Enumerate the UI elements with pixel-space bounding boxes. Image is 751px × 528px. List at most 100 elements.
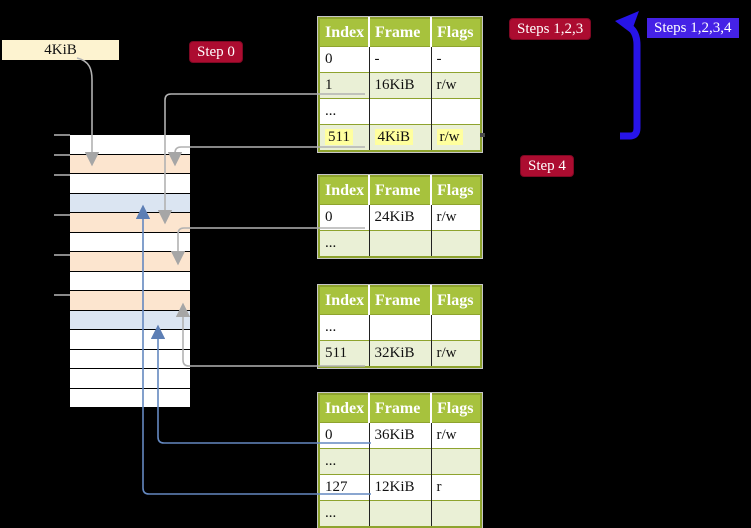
memory-row-white bbox=[70, 232, 190, 252]
table-cell bbox=[431, 314, 481, 341]
memory-row-peach bbox=[70, 154, 190, 174]
table-cell: 511 bbox=[319, 124, 370, 151]
address-tick bbox=[54, 214, 70, 216]
table-cell: ... bbox=[319, 98, 370, 125]
table-cell: 32KiB bbox=[369, 340, 432, 367]
table-row: ... bbox=[319, 314, 481, 341]
memory-row-white bbox=[70, 174, 190, 194]
table-cell: ... bbox=[319, 500, 370, 527]
address-tick bbox=[54, 174, 70, 176]
table-cell bbox=[369, 314, 432, 341]
table-cell bbox=[369, 98, 432, 125]
table-cell: 0 bbox=[319, 422, 370, 449]
table-cell bbox=[431, 98, 481, 125]
table-cell: r/w bbox=[431, 340, 481, 367]
arrow-steps-1234-head bbox=[615, 11, 639, 33]
memory-row-peach bbox=[70, 291, 190, 311]
table-cell: 1 bbox=[319, 72, 370, 99]
table-cell: r/w bbox=[431, 124, 481, 151]
table-cell: 24KiB bbox=[369, 204, 432, 231]
frame-size-label: 4KiB bbox=[2, 40, 119, 60]
column-header: Index bbox=[319, 286, 370, 315]
address-tick bbox=[54, 154, 70, 156]
column-header: Frame bbox=[369, 394, 432, 423]
column-header: Frame bbox=[369, 18, 432, 47]
step4-badge: Step 4 bbox=[520, 155, 574, 177]
table-cell: r bbox=[431, 474, 481, 501]
table-cell: 127 bbox=[319, 474, 370, 501]
highlighted-value: r/w bbox=[436, 129, 463, 145]
memory-row-blue bbox=[70, 193, 190, 213]
memory-column bbox=[70, 135, 190, 408]
steps-1234-badge: Steps 1,2,3,4 bbox=[647, 18, 739, 38]
highlighted-value: 511 bbox=[325, 129, 353, 145]
table-cell: 4KiB bbox=[369, 124, 432, 151]
table-cell: - bbox=[431, 46, 481, 73]
table-row: 0-- bbox=[319, 46, 481, 73]
memory-row-blue bbox=[70, 310, 190, 330]
table-cell bbox=[369, 230, 432, 257]
memory-row-white bbox=[70, 330, 190, 350]
memory-row-peach bbox=[70, 252, 190, 272]
column-header: Index bbox=[319, 394, 370, 423]
table-cell: ... bbox=[319, 230, 370, 257]
highlighted-value: 4KiB bbox=[374, 129, 414, 145]
table-cell bbox=[431, 230, 481, 257]
table-row: 511 4KiB r/w bbox=[319, 124, 481, 151]
column-header: Index bbox=[319, 176, 370, 205]
steps-123-badge: Steps 1,2,3 bbox=[509, 18, 592, 40]
table-cell: - bbox=[369, 46, 432, 73]
column-header: Flags bbox=[431, 394, 481, 423]
address-tick bbox=[54, 134, 70, 136]
table-cell: 12KiB bbox=[369, 474, 432, 501]
table-cell bbox=[369, 500, 432, 527]
table-cell bbox=[369, 448, 432, 475]
table-row: ... bbox=[319, 98, 481, 125]
column-header: Frame bbox=[369, 176, 432, 205]
column-header: Frame bbox=[369, 286, 432, 315]
table-cell: 0 bbox=[319, 204, 370, 231]
table-cell: ... bbox=[319, 448, 370, 475]
memory-row-white bbox=[70, 369, 190, 389]
column-header: Flags bbox=[431, 286, 481, 315]
table-cell bbox=[431, 448, 481, 475]
table-cell: r/w bbox=[431, 204, 481, 231]
column-header: Index bbox=[319, 18, 370, 47]
step0-badge: Step 0 bbox=[189, 41, 243, 63]
memory-row-white bbox=[70, 271, 190, 291]
address-tick bbox=[54, 294, 70, 296]
column-header: Flags bbox=[431, 176, 481, 205]
table-cell bbox=[431, 500, 481, 527]
table-cell: r/w bbox=[431, 422, 481, 449]
memory-row-white bbox=[70, 135, 190, 155]
memory-row-white bbox=[70, 349, 190, 369]
table-cell: 0 bbox=[319, 46, 370, 73]
table-cell: ... bbox=[319, 314, 370, 341]
table-row: ... bbox=[319, 448, 481, 475]
address-tick bbox=[54, 254, 70, 256]
table-row: ... bbox=[319, 500, 481, 527]
table-cell: r/w bbox=[431, 72, 481, 99]
arrow-steps-1234-loop bbox=[620, 21, 641, 140]
memory-row-peach bbox=[70, 213, 190, 233]
table-row: ... bbox=[319, 230, 481, 257]
table-cell: 16KiB bbox=[369, 72, 432, 99]
